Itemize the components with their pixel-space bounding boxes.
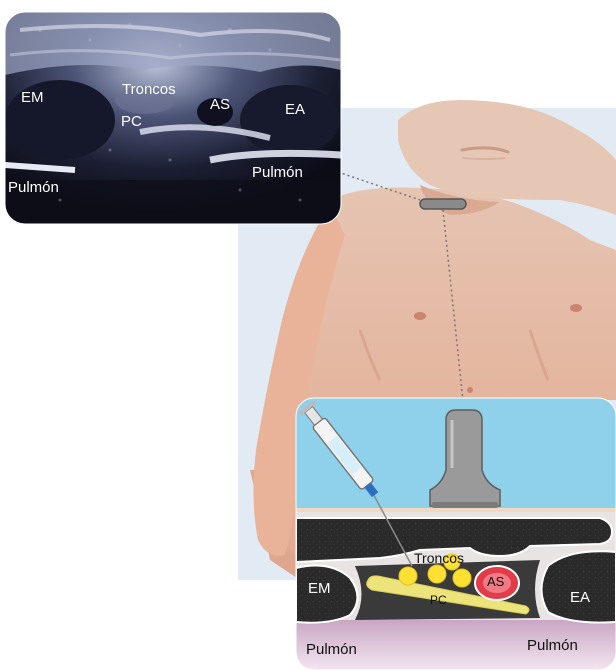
schematic-label-as: AS bbox=[487, 575, 504, 588]
schematic-label-ea: EA bbox=[570, 590, 590, 605]
schematic-label-troncos: Troncos bbox=[414, 551, 464, 565]
schematic-label-pulmon-right: Pulmón bbox=[527, 638, 578, 653]
ea-muscle bbox=[542, 551, 616, 622]
child-nipple-left bbox=[414, 312, 426, 320]
us-label-pulmon-right: Pulmón bbox=[252, 165, 303, 180]
probe-marker bbox=[420, 199, 466, 209]
us-label-pulmon-left: Pulmón bbox=[8, 180, 59, 195]
us-label-em: EM bbox=[21, 90, 44, 105]
child-nipple-right bbox=[570, 304, 582, 312]
us-label-ea: EA bbox=[285, 102, 305, 117]
schematic-label-pulmon-left: Pulmón bbox=[306, 642, 357, 657]
us-label-pc: PC bbox=[121, 114, 142, 129]
us-label-troncos: Troncos bbox=[122, 82, 176, 97]
us-label-as: AS bbox=[210, 97, 230, 112]
schematic-label-em: EM bbox=[308, 581, 331, 596]
schematic-label-pc: PC bbox=[430, 594, 447, 606]
